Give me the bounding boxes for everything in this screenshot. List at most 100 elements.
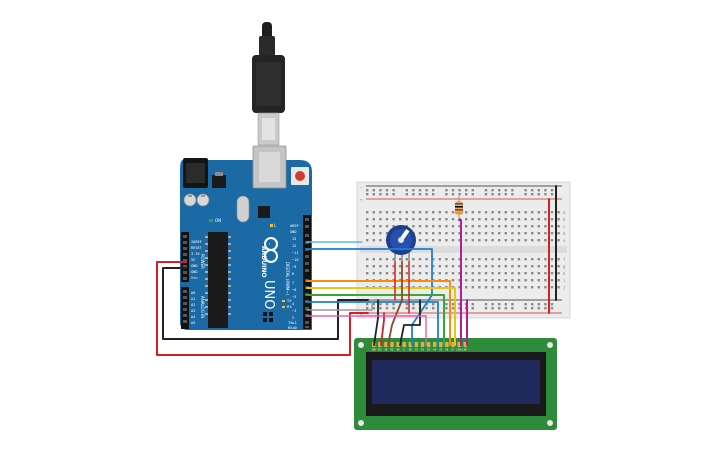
breadboard-hole[interactable] [478, 239, 481, 242]
breadboard-hole[interactable] [458, 272, 461, 275]
breadboard-hole[interactable] [524, 286, 527, 289]
breadboard-hole[interactable] [524, 218, 527, 221]
breadboard-hole[interactable] [425, 211, 428, 214]
breadboard-hole[interactable] [550, 286, 554, 289]
breadboard-hole[interactable] [537, 265, 540, 268]
rail-hole[interactable] [531, 307, 534, 310]
breadboard-hole[interactable] [425, 218, 428, 221]
breadboard-hole[interactable] [385, 225, 389, 228]
breadboard-hole[interactable] [517, 225, 521, 228]
rail-hole[interactable] [445, 193, 448, 196]
breadboard-hole[interactable] [511, 258, 514, 261]
breadboard-hole[interactable] [451, 258, 455, 261]
breadboard-hole[interactable] [372, 258, 375, 261]
rail-hole[interactable] [451, 193, 455, 196]
breadboard-hole[interactable] [498, 258, 501, 261]
breadboard-hole[interactable] [491, 218, 494, 221]
breadboard-hole[interactable] [471, 225, 474, 228]
breadboard-hole[interactable] [484, 239, 488, 242]
rail-hole[interactable] [372, 193, 375, 196]
breadboard-hole[interactable] [385, 232, 389, 235]
rail-hole[interactable] [405, 193, 408, 196]
breadboard-hole[interactable] [372, 239, 375, 242]
breadboard-hole[interactable] [498, 279, 501, 282]
breadboard-hole[interactable] [418, 265, 422, 268]
breadboard-hole[interactable] [537, 218, 540, 221]
breadboard-hole[interactable] [557, 265, 560, 268]
breadboard-hole[interactable] [504, 232, 507, 235]
breadboard-hole[interactable] [531, 265, 534, 268]
breadboard-hole[interactable] [465, 225, 468, 228]
rail-hole[interactable] [504, 307, 507, 310]
breadboard-hole[interactable] [471, 272, 474, 275]
rail-hole[interactable] [392, 189, 395, 192]
breadboard-hole[interactable] [537, 239, 540, 242]
breadboard-hole[interactable] [445, 232, 448, 235]
breadboard-hole[interactable] [511, 239, 514, 242]
rail-hole[interactable] [379, 193, 382, 196]
potentiometer[interactable] [386, 225, 416, 262]
breadboard-hole[interactable] [544, 225, 547, 228]
breadboard-hole[interactable] [425, 265, 428, 268]
rail-hole[interactable] [524, 193, 527, 196]
breadboard-hole[interactable] [511, 279, 514, 282]
breadboard-hole[interactable] [557, 239, 560, 242]
resistor[interactable] [455, 196, 463, 220]
breadboard-hole[interactable] [418, 232, 422, 235]
breadboard-hole[interactable] [445, 258, 448, 261]
breadboard-hole[interactable] [418, 239, 422, 242]
breadboard-hole[interactable] [418, 258, 422, 261]
breadboard-hole[interactable] [517, 279, 521, 282]
rail-hole[interactable] [451, 303, 455, 306]
wire-5v[interactable] [156, 261, 369, 356]
breadboard-hole[interactable] [491, 272, 494, 275]
breadboard-hole[interactable] [557, 211, 560, 214]
rail-hole[interactable] [385, 189, 389, 192]
breadboard-hole[interactable] [366, 218, 369, 221]
rail-hole[interactable] [465, 189, 468, 192]
breadboard-hole[interactable] [438, 239, 441, 242]
breadboard-hole[interactable] [511, 286, 514, 289]
breadboard-hole[interactable] [544, 279, 547, 282]
rail-hole[interactable] [432, 189, 435, 192]
breadboard-hole[interactable] [544, 258, 547, 261]
rail-hole[interactable] [458, 193, 461, 196]
breadboard-hole[interactable] [445, 225, 448, 228]
rail-hole[interactable] [379, 303, 382, 306]
rail-hole[interactable] [405, 303, 408, 306]
breadboard-hole[interactable] [517, 265, 521, 268]
breadboard-hole[interactable] [524, 239, 527, 242]
wire-d5-d4[interactable] [306, 280, 451, 346]
breadboard-hole[interactable] [399, 265, 402, 268]
rail-hole[interactable] [537, 307, 540, 310]
rail-hole[interactable] [366, 303, 369, 306]
rail-hole[interactable] [445, 303, 448, 306]
breadboard-hole[interactable] [524, 211, 527, 214]
rail-hole[interactable] [405, 307, 408, 310]
rail-hole[interactable] [531, 193, 534, 196]
rail-hole[interactable] [432, 193, 435, 196]
breadboard-hole[interactable] [491, 286, 494, 289]
breadboard-hole[interactable] [471, 232, 474, 235]
breadboard-hole[interactable] [418, 272, 422, 275]
breadboard-hole[interactable] [557, 272, 560, 275]
breadboard-hole[interactable] [458, 265, 461, 268]
power-header[interactable] [181, 232, 189, 282]
rail-hole[interactable] [471, 303, 474, 306]
breadboard-hole[interactable] [438, 218, 441, 221]
breadboard-hole[interactable] [392, 272, 395, 275]
lcd-pin[interactable] [396, 342, 400, 347]
rail-hole[interactable] [511, 303, 514, 306]
breadboard-hole[interactable] [451, 272, 455, 275]
breadboard-hole[interactable] [531, 232, 534, 235]
rail-hole[interactable] [379, 307, 382, 310]
breadboard-hole[interactable] [484, 232, 488, 235]
breadboard-hole[interactable] [438, 232, 441, 235]
breadboard-hole[interactable] [392, 265, 395, 268]
breadboard-hole[interactable] [379, 232, 382, 235]
breadboard-hole[interactable] [366, 211, 369, 214]
breadboard-hole[interactable] [379, 211, 382, 214]
lcd-pin[interactable] [426, 342, 431, 347]
breadboard-hole[interactable] [432, 225, 435, 228]
breadboard-hole[interactable] [531, 218, 534, 221]
